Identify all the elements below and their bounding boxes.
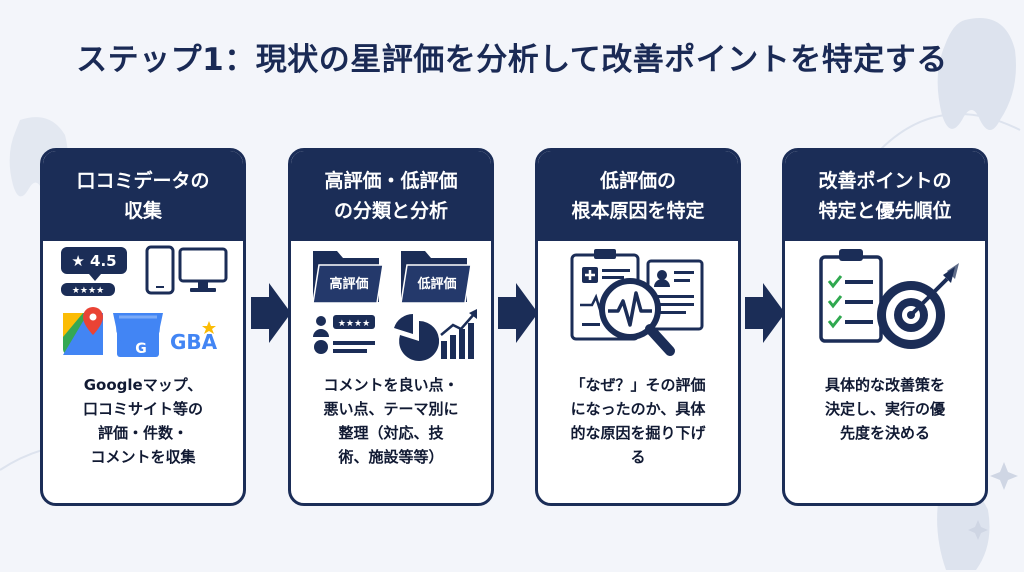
smartphone-icon (145, 245, 175, 295)
user-rating-icon: ★★★★ (313, 315, 375, 354)
google-business-icon: G (113, 313, 163, 357)
svg-text:★★★★: ★★★★ (338, 319, 370, 329)
step-2-heading: 高評価・低評価 の分類と分析 (291, 151, 491, 241)
star-rating-badge: ★ 4.5 ★★★★ (61, 247, 127, 296)
svg-text:G: G (135, 341, 147, 357)
svg-text:低評価: 低評価 (416, 276, 456, 292)
arrow-right-icon (498, 283, 538, 343)
step-3-description: 「なぜ？」その評価 になったのか、具体 的な原因を掘り下げ る (570, 376, 706, 466)
arrow-right-icon (251, 283, 291, 343)
gba-logo: GBA (170, 321, 218, 354)
svg-text:★ 4.5: ★ 4.5 (71, 252, 116, 270)
step-card-3: 低評価の 根本原因を特定 (535, 148, 741, 506)
svg-text:★★★★: ★★★★ (72, 286, 104, 296)
svg-text:GBA: GBA (170, 330, 218, 354)
step-2-description: コメントを良い点・ 悪い点、テーマ別に 整理（対応、技 術、施設等等） (323, 376, 459, 466)
step-card-2: 高評価・低評価 の分類と分析 高評価 低評価 ★★★★ (288, 148, 494, 506)
magnifier-icon (599, 278, 675, 356)
svg-text:高評価: 高評価 (329, 276, 368, 292)
pie-chart-icon (394, 314, 440, 361)
step-4-icons (785, 241, 985, 373)
page-title: ステップ1：現状の星評価を分析して改善ポイントを特定する (76, 42, 948, 78)
step-1-description: Googleマップ、 口コミサイト等の 評価・件数・ コメントを収集 (82, 376, 203, 466)
step-card-1: 口コミデータの 収集 ★ 4.5 ★★★★ (40, 148, 246, 506)
target-icon (877, 263, 959, 349)
folder-icon: 高評価 (312, 251, 384, 304)
arrow-right-icon (745, 283, 785, 343)
step-1-heading: 口コミデータの 収集 (43, 151, 243, 241)
checklist-icon (819, 249, 883, 343)
step-1-icons: ★ 4.5 ★★★★ (43, 241, 243, 373)
step-4-heading: 改善ポイントの 特定と優先順位 (785, 151, 985, 241)
bar-chart-icon (440, 309, 477, 359)
step-3-heading: 低評価の 根本原因を特定 (538, 151, 738, 241)
step-3-icons (538, 241, 738, 373)
step-4-description: 具体的な改善策を 決定し、実行の優 先度を決める (824, 376, 945, 442)
step-card-4: 改善ポイントの 特定と優先順位 (782, 148, 988, 506)
google-maps-icon (63, 307, 103, 355)
step-2-icons: 高評価 低評価 ★★★★ (291, 241, 491, 373)
folder-icon: 低評価 (400, 251, 472, 304)
monitor-icon (178, 247, 228, 292)
profile-document-icon (646, 259, 704, 331)
